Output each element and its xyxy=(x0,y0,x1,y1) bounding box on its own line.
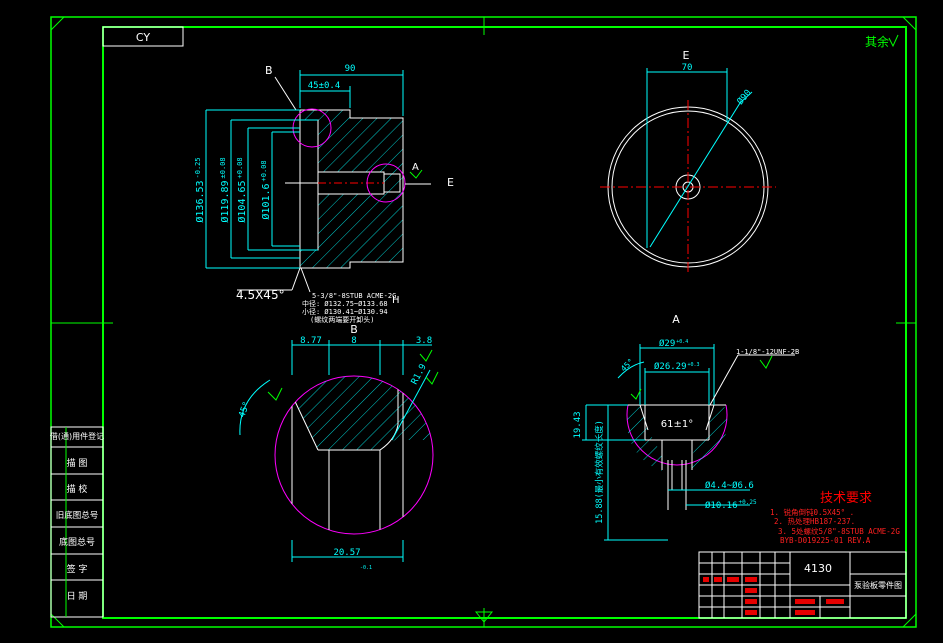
label-e: E xyxy=(447,176,454,189)
drawing-frame xyxy=(50,16,917,628)
title-block-fills xyxy=(703,577,844,615)
dim-dia-119: Ø119.89±0.08 xyxy=(219,157,231,222)
code-box: CY xyxy=(102,26,184,47)
strip-label-1: 描 图 xyxy=(67,457,88,469)
svg-text:中径: Ø132.75~Ø133.68: 中径: Ø132.75~Ø133.68 xyxy=(302,299,388,308)
dim-width-70: 70 xyxy=(682,63,693,73)
dim-8: 8 xyxy=(351,336,356,346)
detail-a-circle xyxy=(366,163,406,203)
leader-b xyxy=(274,76,297,111)
tech-notes-title: 技术要求 xyxy=(820,491,872,506)
corner-ticks xyxy=(50,16,917,628)
strip-label-0: 借(通)用件登记 xyxy=(50,431,104,441)
thread-note: 5-3/8"-8STUB ACME-2G 中径: Ø132.75~Ø133.68… xyxy=(302,292,396,324)
dim-dia-10-16: Ø10.16+0.25 xyxy=(705,499,757,511)
roughness-symbol-icon xyxy=(888,34,899,48)
svg-text:(螺纹两端要开卸头): (螺纹两端要开卸头) xyxy=(310,315,374,324)
dim-angle-45-a: 45° xyxy=(619,357,636,374)
end-dims xyxy=(646,68,753,248)
strip-label-6: 日 期 xyxy=(67,591,88,602)
left-strip-table xyxy=(50,426,104,618)
svg-text:5-3/8"-8STUB ACME-2G: 5-3/8"-8STUB ACME-2G xyxy=(312,292,396,300)
dim-3-8: 3.8 xyxy=(416,336,432,346)
drawing-name-text: 泵验板零件图 xyxy=(854,580,902,590)
end-view: E 70 Ø90 xyxy=(600,49,776,274)
dim-step-45: 45±0.4 xyxy=(308,81,341,91)
svg-text:小径: Ø130.41~Ø130.94: 小径: Ø130.41~Ø130.94 xyxy=(302,307,388,316)
front-view: B A E H 90 45±0.4 xyxy=(194,64,454,324)
roughness-b3-icon xyxy=(419,349,433,362)
detail-a-title: A xyxy=(672,313,680,326)
dim-dia-101: Ø101.6+0.08 xyxy=(260,160,272,219)
dim-r1-9: R1.9 xyxy=(410,363,429,387)
surface-finish-text: 其余 xyxy=(865,34,889,49)
dim-20-57: 20.57 xyxy=(333,548,360,558)
strip-label-3: 旧底图总号 xyxy=(56,510,99,521)
roughness-a1-icon xyxy=(759,355,773,369)
end-view-title: E xyxy=(683,49,690,62)
label-a: A xyxy=(412,162,419,173)
dim-19-43: 19.43 xyxy=(573,411,583,438)
label-b: B xyxy=(265,64,273,77)
dim-angle-45: 45° xyxy=(237,400,252,419)
technical-notes: 技术要求 1. 锐角倒钝0.5X45° . 2. 热处理HB187-237. 3… xyxy=(770,491,900,545)
label-h: H xyxy=(392,295,400,306)
dim-dia-90: Ø90 xyxy=(735,87,754,107)
roughness-a-icon xyxy=(409,169,423,179)
front-top-dims xyxy=(299,70,404,116)
tech-note-4: BYB-D019225-01 REV.A xyxy=(780,536,871,545)
detail-a-dims xyxy=(582,344,750,541)
tech-note-3: 3. 5处螺纹5/8"-8STUB ACME-2G xyxy=(778,526,900,536)
detail-a-outline xyxy=(628,404,726,510)
dim-15-88: 15.88(最小有效螺纹长度) xyxy=(594,420,605,524)
strip-label-2: 描 校 xyxy=(67,483,88,495)
thread-callout-leader xyxy=(709,354,739,406)
detail-a-view: A xyxy=(573,313,799,541)
phase-marker-bottom xyxy=(474,611,494,623)
strip-label-5: 签 字 xyxy=(67,563,88,575)
surface-finish-mark: 其余 xyxy=(865,34,899,49)
dim-dia-29: Ø29+0.4 xyxy=(659,338,688,349)
dim-20-57-tol: -0.1 xyxy=(360,565,372,571)
detail-b-dims xyxy=(239,340,432,562)
roughness-b1-icon xyxy=(267,387,283,401)
roughness-a2-icon xyxy=(630,388,642,400)
thread-leader xyxy=(300,267,311,293)
thread-angle-text: 61±1° xyxy=(661,419,693,430)
part-number-text: 4130 xyxy=(804,562,832,575)
dim-overall-90: 90 xyxy=(345,64,356,74)
detail-a-content xyxy=(627,405,727,473)
dim-dia-26: Ø26.29+0.3 xyxy=(654,361,700,372)
tech-note-1: 1. 锐角倒钝0.5X45° . xyxy=(770,507,854,517)
dim-8-77: 8.77 xyxy=(300,336,322,346)
dim-dia-136: Ø136.53-0.25 xyxy=(194,157,206,222)
tech-note-2: 2. 热处理HB187-237. xyxy=(774,516,855,526)
detail-b-title: B xyxy=(350,323,358,336)
chamfer-text: 4.5X45° xyxy=(236,288,285,302)
detail-b-view: B 8.77 8 3.8 R1.9 45° xyxy=(237,323,439,571)
title-block xyxy=(698,551,907,619)
thread-callout-text: 1-1/8"-12UNF-2B xyxy=(736,348,799,356)
dim-dia-4-4: Ø4.4~Ø6.6 xyxy=(705,480,754,491)
strip-label-4: 底图总号 xyxy=(59,536,95,548)
front-left-dims xyxy=(205,109,318,269)
code-box-text: CY xyxy=(136,31,150,44)
roughness-b2-icon xyxy=(425,371,439,385)
dim-dia-104: Ø104.65+0.08 xyxy=(236,157,248,222)
part-section-body xyxy=(299,109,404,269)
